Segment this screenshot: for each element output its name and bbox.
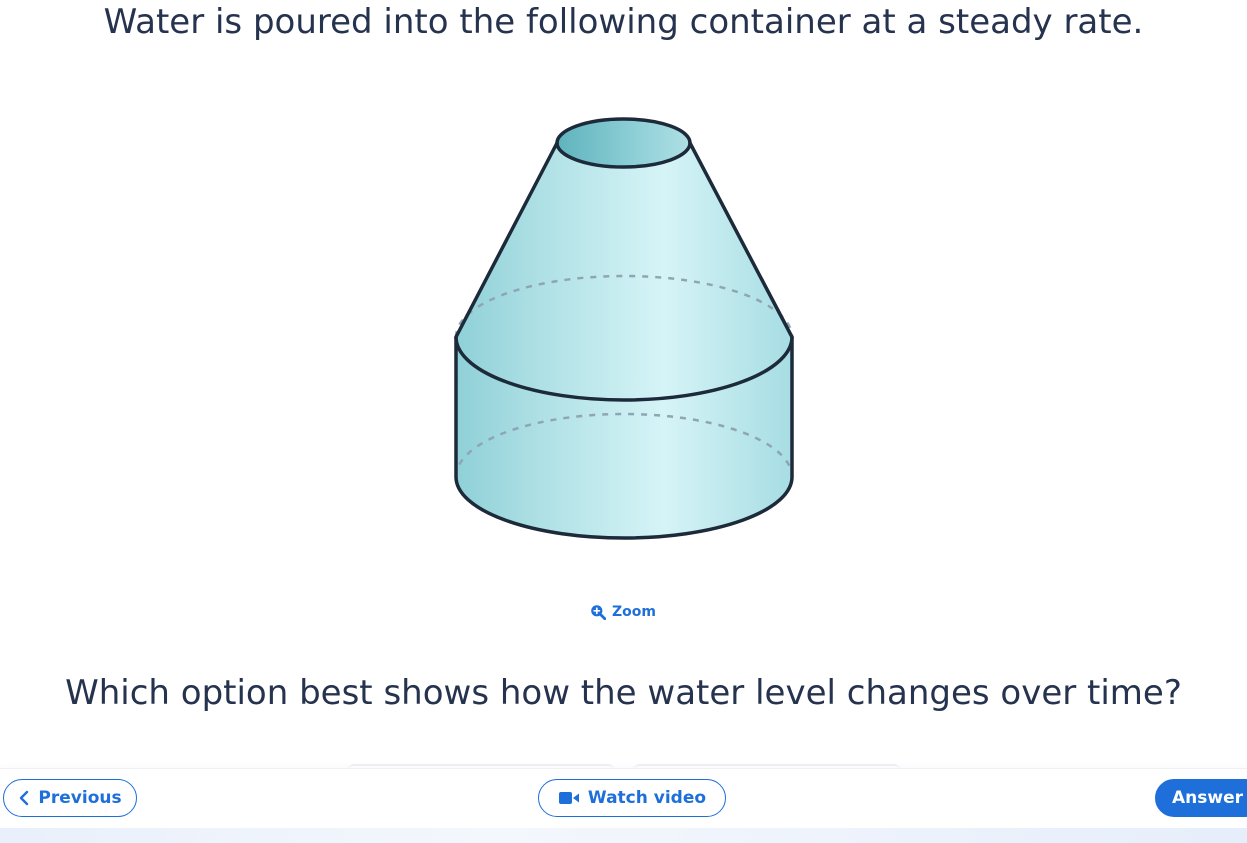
watch-video-label: Watch video	[587, 788, 707, 808]
frustum-body	[456, 141, 792, 400]
question-follow-up: Which option best shows how the water le…	[65, 673, 1182, 713]
cylinder-body	[456, 337, 792, 537]
bottom-strip	[0, 828, 1247, 843]
zoom-button[interactable]: Zoom	[590, 604, 656, 620]
join-front-edge	[454, 336, 794, 402]
container-top-opening	[555, 117, 692, 169]
zoom-in-icon	[591, 605, 606, 620]
previous-button[interactable]: Previous	[3, 779, 137, 817]
container-figure	[440, 108, 810, 548]
frustum-right-edge	[688, 141, 794, 339]
answer-option-tab-edge	[348, 764, 614, 770]
cylinder-base-front-edge	[454, 476, 794, 540]
zoom-label: Zoom	[612, 604, 656, 620]
watch-video-button[interactable]: Watch video	[538, 779, 726, 817]
question-prompt: Water is poured into the following conta…	[103, 2, 1144, 42]
answer-label: Answer	[1172, 788, 1243, 808]
previous-label: Previous	[38, 788, 122, 808]
frustum-left-edge	[454, 141, 559, 339]
video-camera-icon	[558, 792, 579, 804]
answer-option-tab-edge	[634, 764, 900, 770]
answer-button[interactable]: Answer	[1155, 779, 1247, 817]
chevron-left-icon	[20, 790, 29, 806]
container-diagram	[454, 117, 794, 540]
